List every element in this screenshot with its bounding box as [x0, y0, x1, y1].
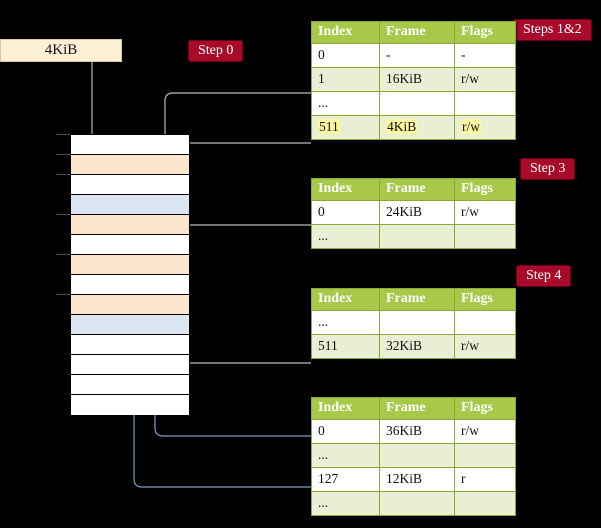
highlighted-value: 4KiB	[386, 119, 418, 134]
cell-index: ...	[311, 491, 380, 516]
badge-step-0: Step 0	[188, 40, 244, 62]
memory-frame-cell	[71, 275, 189, 295]
cell-index: ...	[311, 91, 380, 116]
cell-frame: 16KiB	[379, 67, 455, 92]
memory-frame-cell	[71, 135, 189, 155]
table-row: 511 4KiB r/w	[311, 115, 516, 140]
cell-flags: r	[454, 467, 516, 492]
memory-tick	[56, 134, 70, 135]
memory-tick	[56, 174, 70, 175]
column-header-index: Index	[311, 288, 380, 311]
memory-tick	[56, 254, 70, 255]
cell-flags	[454, 443, 516, 468]
memory-tick	[56, 294, 70, 295]
table-row: ...	[311, 443, 516, 468]
table-row: ...	[311, 491, 516, 516]
column-header-frame: Frame	[379, 178, 455, 201]
physical-memory-column	[70, 134, 190, 415]
cell-frame: 12KiB	[379, 467, 455, 492]
cell-flags: r/w	[454, 67, 516, 92]
column-header-frame: Frame	[379, 397, 455, 420]
cell-flags	[454, 91, 516, 116]
cell-index: ...	[311, 224, 380, 249]
column-header-frame: Frame	[379, 21, 455, 44]
column-header-flags: Flags	[454, 397, 516, 420]
column-header-flags: Flags	[454, 178, 516, 201]
cell-frame: 36KiB	[379, 419, 455, 444]
badge-step-3: Step 3	[520, 158, 576, 180]
cell-frame: 24KiB	[379, 200, 455, 225]
callout-4kib: 4KiB	[0, 39, 122, 62]
memory-frame-cell	[71, 235, 189, 255]
memory-frame-cell	[71, 155, 189, 175]
cell-flags	[454, 224, 516, 249]
table-row: ...	[311, 91, 516, 116]
cell-index: 511	[311, 115, 380, 140]
cell-frame: -	[379, 43, 455, 68]
cell-index: 127	[311, 467, 380, 492]
cell-flags: -	[454, 43, 516, 68]
table-row: 0--	[311, 43, 516, 68]
memory-frame-cell	[71, 335, 189, 355]
memory-tick	[56, 154, 70, 155]
cell-index: 0	[311, 419, 380, 444]
memory-frame-cell	[71, 195, 189, 215]
cell-index: 1	[311, 67, 380, 92]
memory-tick	[56, 214, 70, 215]
cell-frame: 4KiB	[379, 115, 455, 140]
memory-frame-cell	[71, 255, 189, 275]
cell-frame	[379, 443, 455, 468]
column-header-index: Index	[311, 21, 380, 44]
cell-index: 0	[311, 200, 380, 225]
badge-step-4: Step 4	[516, 265, 572, 287]
cell-flags: r/w	[454, 419, 516, 444]
column-header-index: Index	[311, 397, 380, 420]
cell-flags: r/w	[454, 115, 516, 140]
memory-frame-cell	[71, 175, 189, 195]
cell-frame	[379, 310, 455, 335]
cell-frame: 32KiB	[379, 334, 455, 359]
memory-frame-cell	[71, 295, 189, 315]
memory-frame-cell	[71, 355, 189, 375]
column-header-index: Index	[311, 178, 380, 201]
memory-frame-cell	[71, 395, 189, 415]
cell-flags	[454, 310, 516, 335]
cell-frame	[379, 491, 455, 516]
cell-frame	[379, 224, 455, 249]
column-header-frame: Frame	[379, 288, 455, 311]
memory-frame-cell	[71, 375, 189, 395]
memory-frame-cell	[71, 215, 189, 235]
highlighted-value: r/w	[461, 119, 481, 134]
memory-frame-cell	[71, 315, 189, 335]
column-header-flags: Flags	[454, 288, 516, 311]
table-row: ...	[311, 310, 516, 335]
cell-flags	[454, 491, 516, 516]
cell-index: 0	[311, 43, 380, 68]
cell-flags: r/w	[454, 334, 516, 359]
cell-index: ...	[311, 443, 380, 468]
cell-frame	[379, 91, 455, 116]
cell-flags: r/w	[454, 200, 516, 225]
cell-index: ...	[311, 310, 380, 335]
column-header-flags: Flags	[454, 21, 516, 44]
highlighted-value: 511	[318, 119, 340, 134]
cell-index: 511	[311, 334, 380, 359]
table-row: ...	[311, 224, 516, 249]
badge-steps-1-2: Steps 1&2	[513, 19, 592, 41]
